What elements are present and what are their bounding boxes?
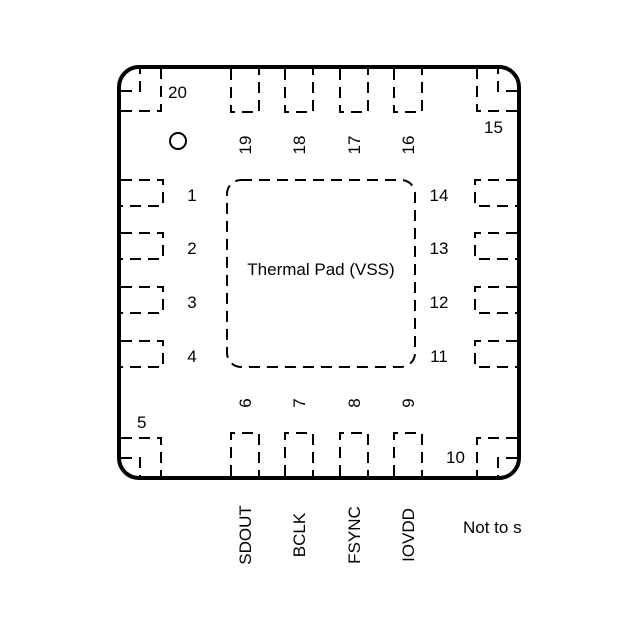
top-pad-17: [339, 69, 369, 113]
bottom-pad-7: [284, 432, 314, 476]
pin-5-label: 5: [137, 413, 146, 432]
signal-label: SDOUT: [236, 505, 255, 565]
pin-15-label: 15: [484, 118, 503, 137]
bottom-pad-8: [339, 432, 369, 476]
top-pad-19: [230, 69, 260, 113]
top-pad-18: [284, 69, 314, 113]
pin-label: 13: [430, 239, 449, 258]
right-pad-11: [474, 179, 517, 207]
top-pad-16: [393, 69, 423, 113]
left-pad-2: [121, 232, 164, 260]
pin-label: 6: [236, 398, 255, 407]
right-pad-12: [474, 232, 517, 260]
thermal-pad-label: Thermal Pad (VSS): [247, 260, 394, 279]
pin-label: 7: [290, 398, 309, 407]
package-outline: [117, 65, 521, 480]
right-pad-13: [474, 286, 517, 314]
pin-label: 16: [399, 136, 418, 155]
signal-label: FSYNC: [345, 506, 364, 564]
thermal-pad: [226, 179, 416, 368]
left-pad-1: [121, 179, 164, 207]
pin-pads: [121, 69, 517, 476]
pin-label: 3: [187, 293, 196, 312]
bottom-pad-9: [393, 432, 423, 476]
pin-label: 14: [430, 186, 449, 205]
corner-pad-15: [476, 69, 517, 112]
pin1-marker-icon: [169, 132, 187, 150]
pin-label: 9: [399, 398, 418, 407]
pin-label: 11: [430, 347, 448, 366]
right-pad-14: [474, 340, 517, 368]
pin-20-label: 20: [168, 83, 187, 102]
pin-label: 19: [236, 136, 255, 155]
corner-pad-10: [476, 437, 517, 476]
left-pad-4: [121, 340, 164, 368]
corner-pad-5: [121, 437, 162, 476]
pin-label: 17: [345, 136, 364, 155]
scale-note: Not to s: [463, 518, 522, 537]
pin-label: 18: [290, 136, 309, 155]
pin-label: 12: [430, 293, 449, 312]
bottom-pad-6: [230, 432, 260, 476]
signal-label: IOVDD: [399, 508, 418, 562]
signal-label: BCLK: [290, 512, 309, 557]
pin-label: 1: [187, 186, 196, 205]
pin-10-label: 10: [446, 448, 465, 467]
corner-pad-20: [121, 69, 162, 112]
left-pad-3: [121, 286, 164, 314]
pin-label: 2: [187, 239, 196, 258]
pin-label: 8: [345, 398, 364, 407]
pin-label: 4: [187, 347, 196, 366]
